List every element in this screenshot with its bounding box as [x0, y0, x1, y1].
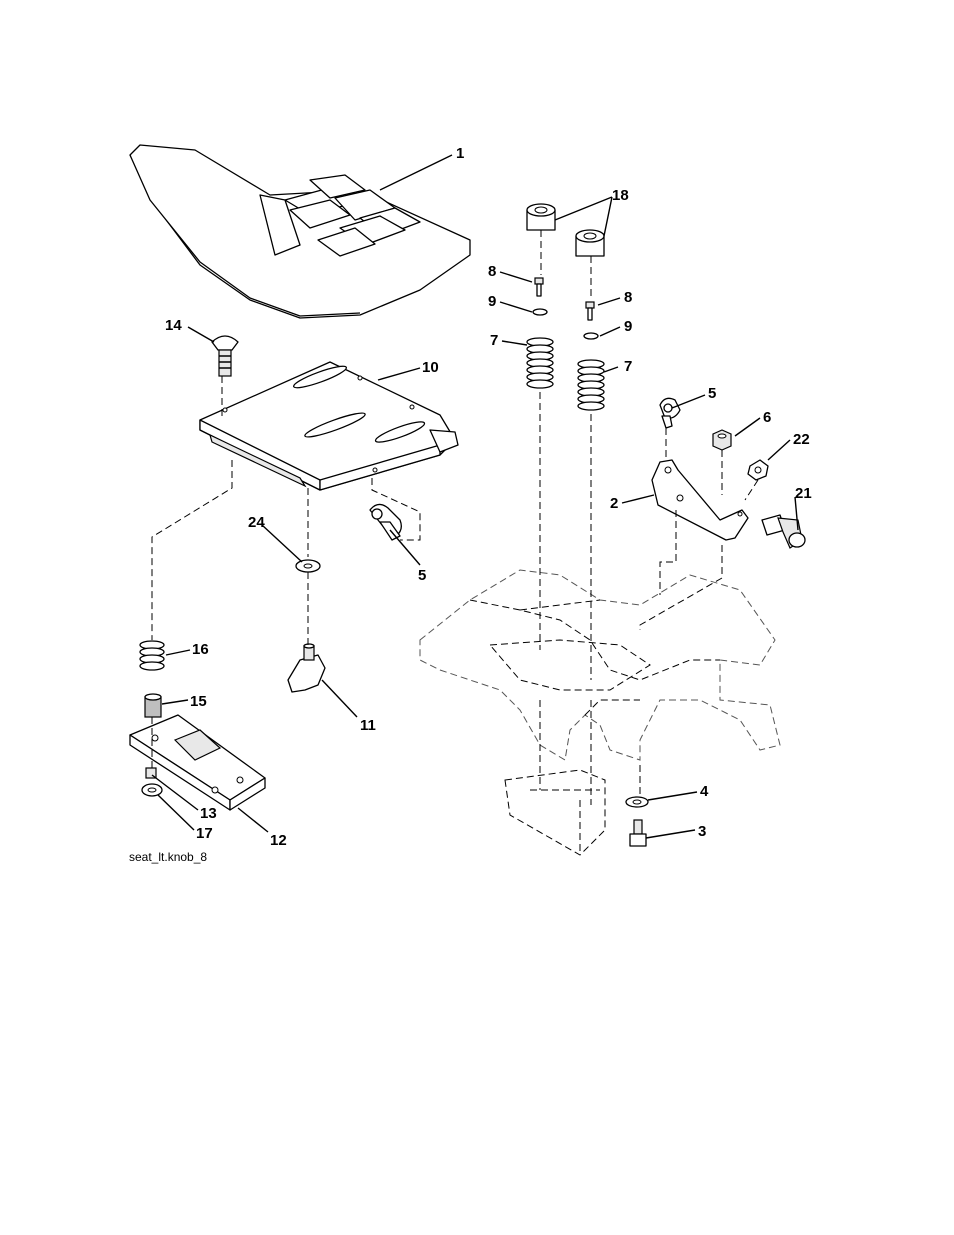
- callout-5-left: 5: [418, 567, 426, 584]
- callout-8-right: 8: [624, 289, 632, 306]
- callout-22: 22: [793, 431, 810, 448]
- frame-fender-outline: [420, 570, 780, 855]
- seat-clip-right: [660, 398, 680, 428]
- seat-bracket: [652, 460, 748, 540]
- callout-14: 14: [165, 317, 182, 334]
- alignment-lines: [152, 230, 758, 805]
- screw-left: [535, 278, 543, 296]
- bushing-left: [527, 204, 555, 230]
- carriage-bolt: [212, 336, 238, 376]
- nut-22: [748, 460, 768, 480]
- callout-11: 11: [360, 717, 376, 734]
- callout-13: 13: [200, 805, 217, 822]
- callout-16: 16: [192, 641, 209, 658]
- washer-24: [296, 560, 320, 572]
- callout-4: 4: [700, 783, 709, 800]
- callout-5-right: 5: [708, 385, 716, 402]
- spring-left: [527, 338, 553, 388]
- seat-pan: [200, 362, 458, 490]
- washer-4: [626, 797, 648, 807]
- bolt-3: [630, 820, 646, 846]
- callout-24: 24: [248, 514, 265, 531]
- callout-8-left: 8: [488, 263, 496, 280]
- callout-3: 3: [698, 823, 706, 840]
- shoulder-bolt: [762, 515, 805, 548]
- washer-right: [584, 333, 598, 339]
- nut-6: [713, 430, 731, 450]
- bushing-right: [576, 230, 604, 256]
- callout-21: 21: [795, 485, 812, 502]
- callout-10: 10: [422, 359, 439, 376]
- screw-right: [586, 302, 594, 320]
- callout-9-right: 9: [624, 318, 632, 335]
- seat-clip-left: [370, 504, 401, 540]
- adjustment-knob: [288, 644, 325, 692]
- callout-7-left: 7: [490, 332, 498, 349]
- spacer-15: [145, 694, 161, 717]
- callout-2: 2: [610, 495, 618, 512]
- diagram-caption: seat_lt.knob_8: [129, 850, 207, 864]
- callout-12: 12: [270, 832, 287, 849]
- callout-6: 6: [763, 409, 771, 426]
- callout-7-right: 7: [624, 358, 632, 375]
- washer-left: [533, 309, 547, 315]
- callout-18: 18: [612, 187, 629, 204]
- callout-17: 17: [196, 825, 213, 842]
- spring-16: [140, 641, 164, 670]
- spring-right: [578, 360, 604, 410]
- callout-1: 1: [456, 145, 464, 162]
- callout-9-left: 9: [488, 293, 496, 310]
- nut-17: [142, 784, 162, 796]
- callout-15: 15: [190, 693, 207, 710]
